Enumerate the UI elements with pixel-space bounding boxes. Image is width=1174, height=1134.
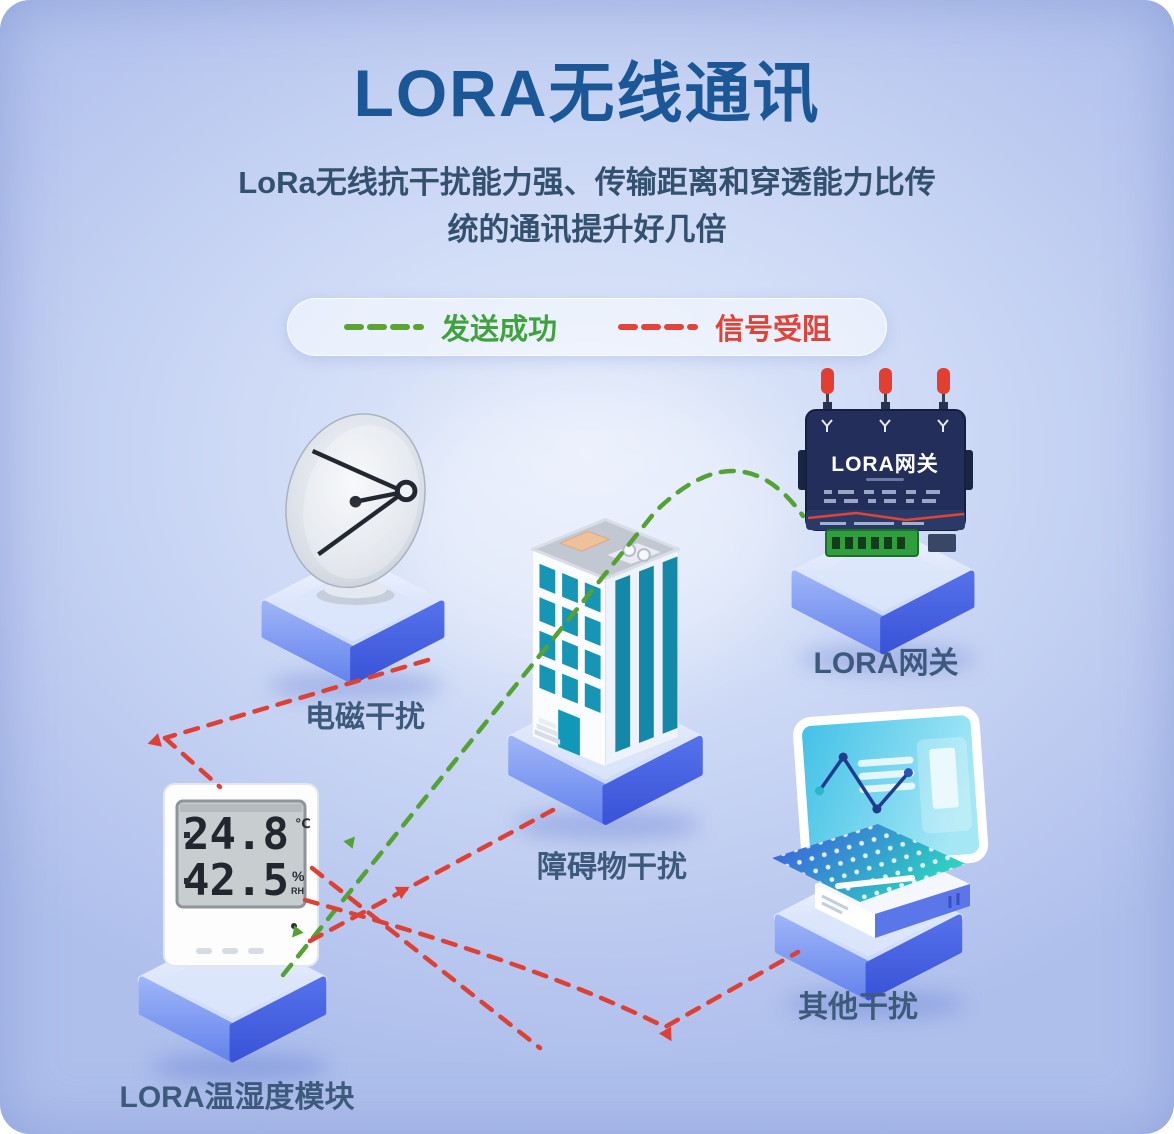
legend-success-label: 发送成功 bbox=[440, 314, 557, 346]
page-subtitle: LoRa无线抗干扰能力强、传输距离和穿透能力比传 统的通讯提升好几倍 bbox=[127, 160, 1047, 253]
label-electromagnetic: 电磁干扰 bbox=[305, 701, 425, 734]
sensor-temp-unit: ℃ bbox=[295, 816, 311, 831]
sensor-humidity-unit: % bbox=[292, 868, 305, 884]
computer-icon bbox=[772, 706, 989, 938]
legend-blocked-dash-icon bbox=[618, 324, 698, 330]
label-obstacle: 障碍物干扰 bbox=[537, 851, 687, 884]
sensor-temp-value: 24.8 bbox=[183, 809, 289, 860]
label-gateway: LORA网关 bbox=[813, 647, 959, 680]
building-icon bbox=[531, 518, 680, 767]
legend-success-dash-icon bbox=[343, 324, 424, 330]
gateway-device-icon: LORA网关 bbox=[798, 368, 973, 557]
sensor-humidity-value: 42.5 bbox=[183, 855, 289, 906]
label-sensor: LORA温湿度模块 bbox=[119, 1081, 355, 1114]
subtitle-line-1: LoRa无线抗干扰能力强、传输距离和穿透能力比传 bbox=[238, 165, 936, 200]
legend: 发送成功 信号受阻 bbox=[287, 298, 887, 356]
success-arrow-up-icon bbox=[343, 836, 355, 849]
subtitle-line-2: 统的通讯提升好几倍 bbox=[447, 211, 727, 247]
gateway-device-text: LORA网关 bbox=[831, 452, 939, 476]
label-other: 其他干扰 bbox=[798, 991, 918, 1024]
blocked-arrow-mid-icon bbox=[394, 886, 410, 900]
page-title: LORA无线通讯 bbox=[353, 56, 821, 130]
legend-blocked-label: 信号受阻 bbox=[715, 314, 832, 346]
blocked-arrow-left-icon bbox=[147, 733, 163, 747]
sensor-humidity-sub: RH bbox=[291, 886, 304, 896]
blocked-arrow-bottom-icon bbox=[658, 1026, 672, 1042]
sensor-device-icon: 24.8 42.5 ℃ % RH bbox=[163, 783, 319, 967]
satellite-dish-icon bbox=[285, 413, 426, 606]
